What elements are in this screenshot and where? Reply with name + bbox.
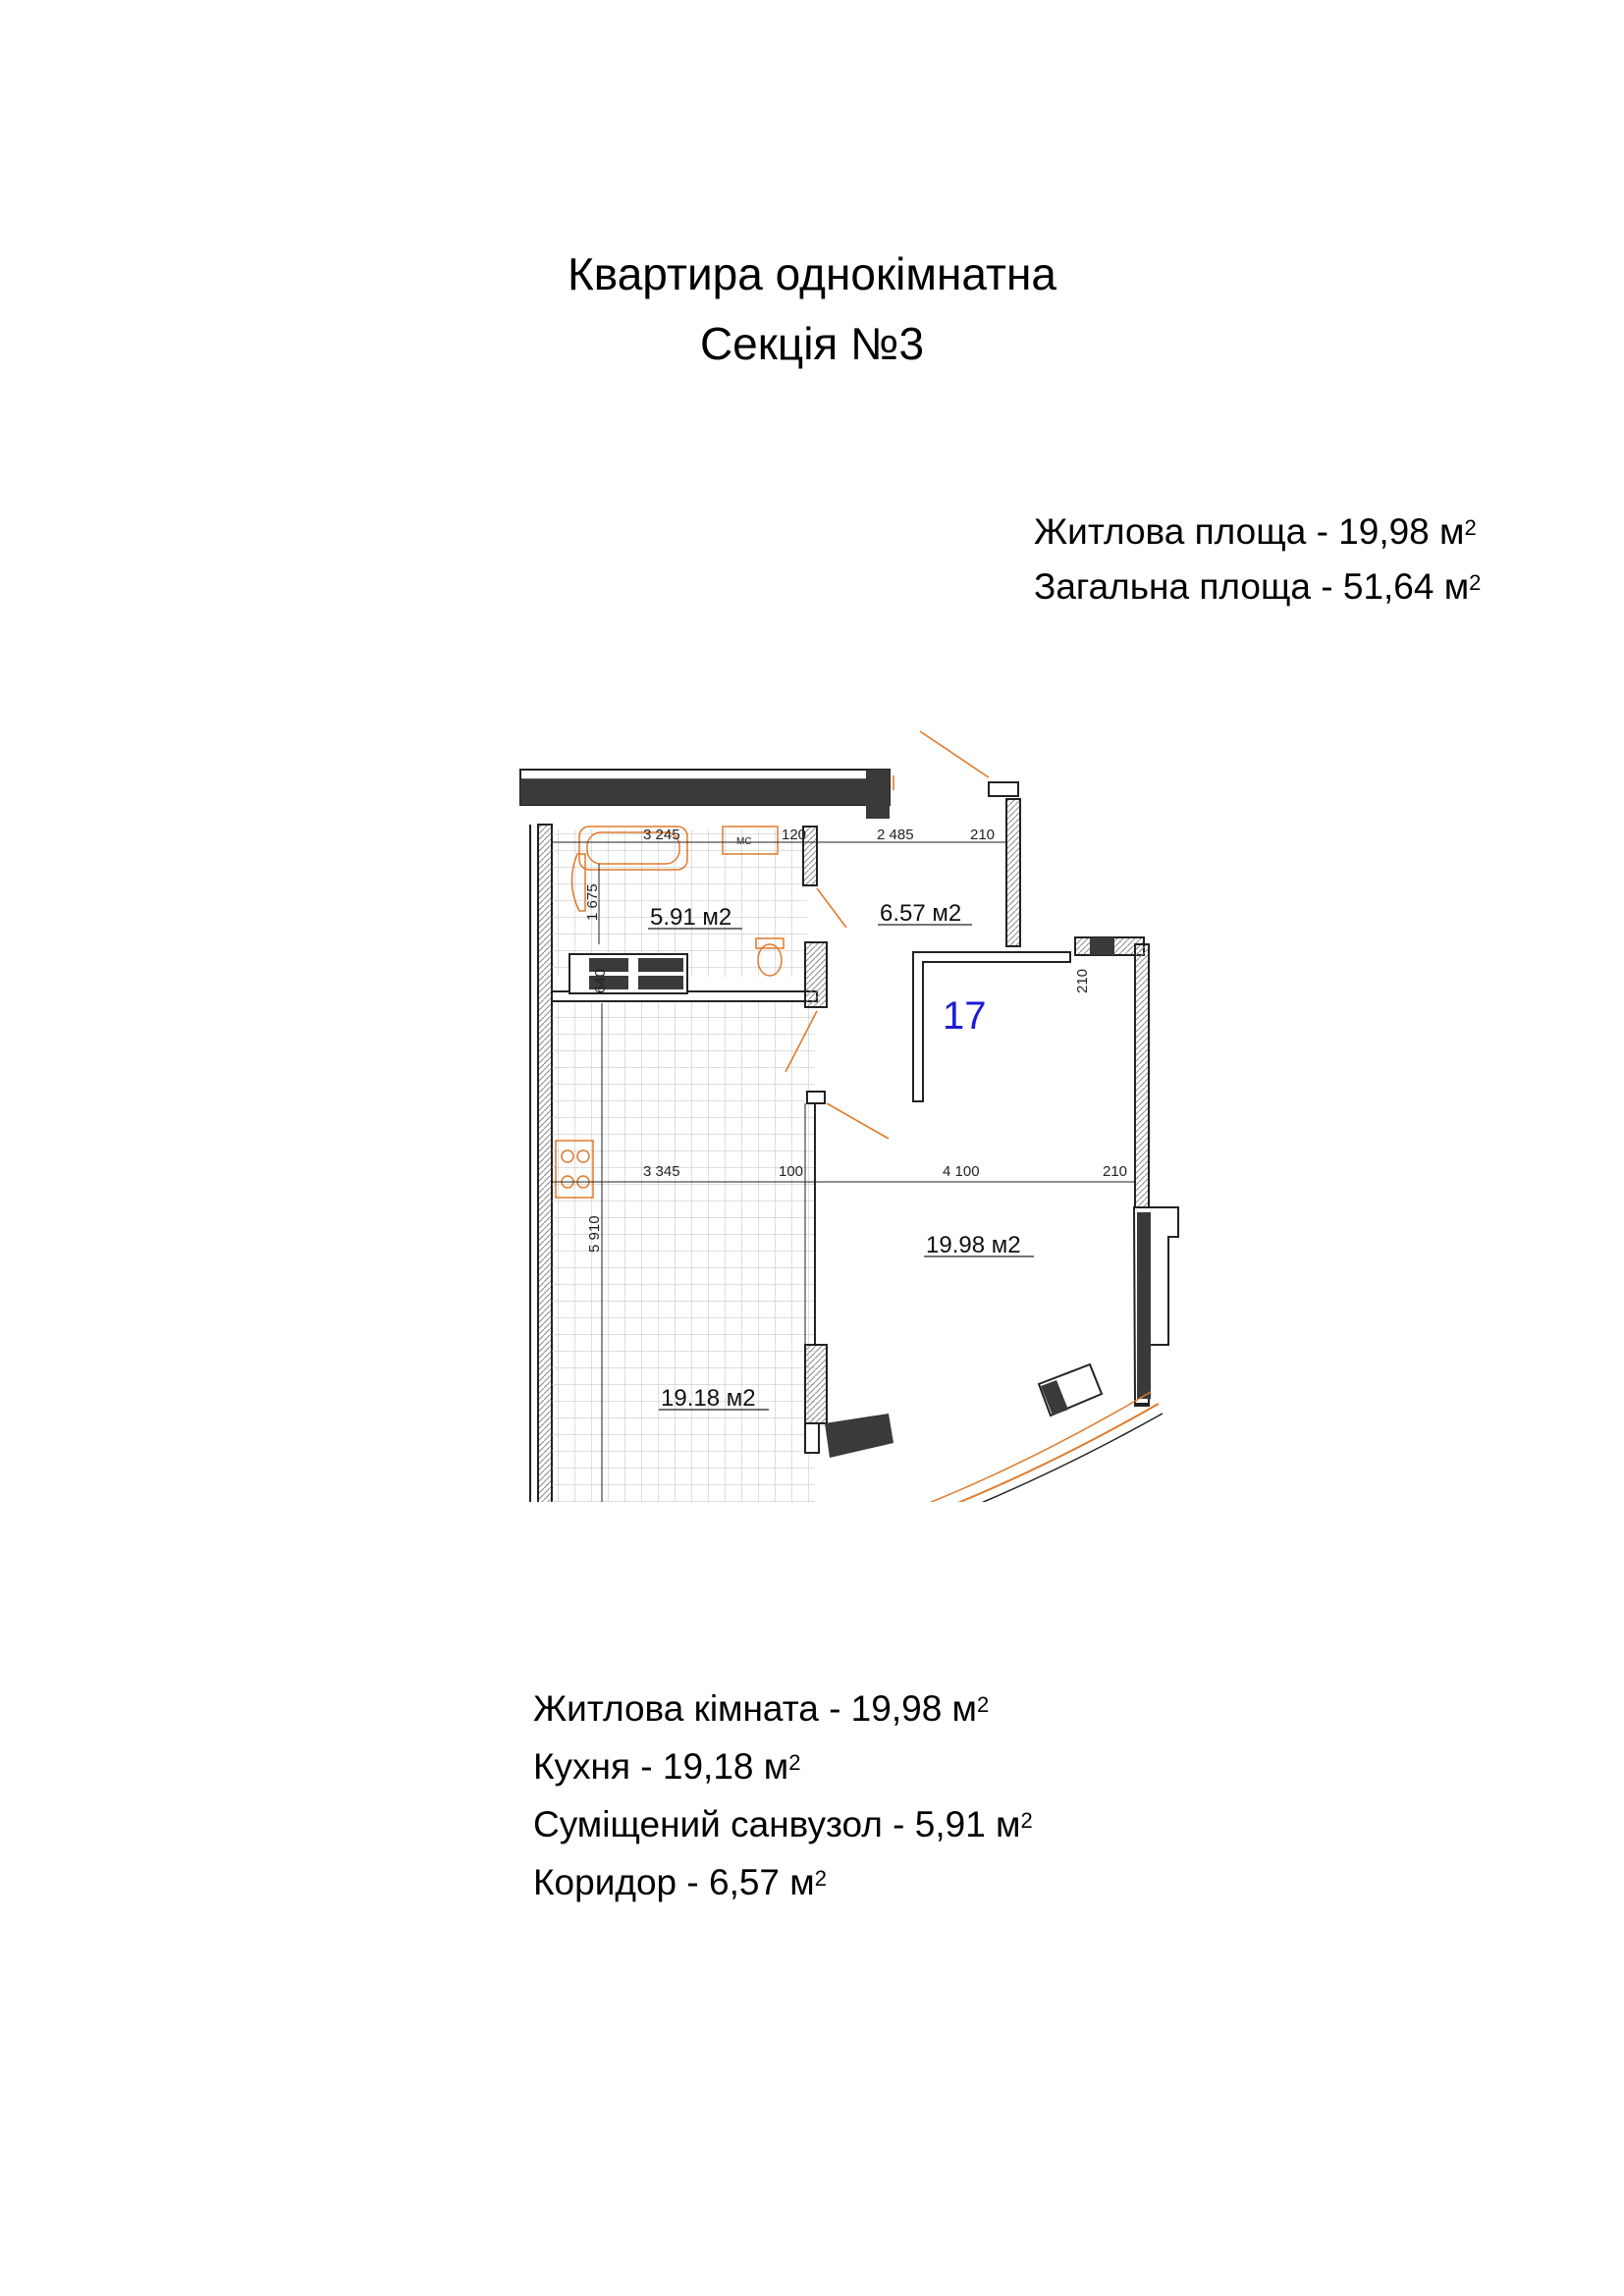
dim-210-top: 210 [970, 827, 995, 843]
dim-120: 120 [782, 827, 806, 843]
bathtub-icon [578, 826, 688, 871]
room-line-corridor: Коридор - 6,57 м2 [533, 1862, 827, 1902]
dim-210-right: 210 [1074, 969, 1091, 993]
dim-5910: 5 910 [586, 1215, 603, 1253]
door-swings [785, 730, 990, 1140]
room-line-living: Житлова кімната - 19,98 м2 [533, 1688, 990, 1729]
bathroom-right-wall [802, 826, 818, 886]
dimension-lines [552, 841, 1135, 1502]
page-title: Квартира однокімнатна [568, 248, 1056, 299]
rooms-list: Житлова кімната - 19,98 м2 Кухня - 19,18… [533, 1682, 1033, 1913]
corridor-wall-stub [804, 941, 828, 1008]
apartment-number: 17 [943, 994, 987, 1038]
dim-3345: 3 345 [643, 1163, 680, 1180]
living-area-label: 19.98 м2 [926, 1232, 1021, 1258]
total-area-line: Загальна площа - 51,64 м2 [1034, 566, 1482, 607]
curved-facade [825, 1362, 1164, 1502]
room-line-kitchen: Кухня - 19,18 м2 [533, 1746, 801, 1787]
top-exterior-wall [519, 769, 891, 819]
dim-3245: 3 245 [643, 827, 680, 843]
left-exterior-wall [529, 824, 553, 1502]
dim-2485: 2 485 [877, 827, 914, 843]
dim-4100: 4 100 [943, 1163, 980, 1180]
room-line-bathroom: Суміщений санвузол - 5,91 м2 [533, 1804, 1033, 1844]
corridor-area-label: 6.57 м2 [880, 900, 961, 927]
washbasin-icon [570, 853, 586, 912]
dim-100: 100 [779, 1163, 803, 1180]
floor-plan: 3 245 МС 120 2 485 210 1 675 640 210 3 3… [519, 730, 1179, 1502]
corridor-right-wall [1005, 798, 1021, 947]
dim-1675: 1 675 [584, 883, 601, 921]
kitchen-area-label: 19.18 м2 [661, 1385, 756, 1412]
living-area-line: Житлова площа - 19,98 м2 [1034, 511, 1477, 552]
wall-stub [988, 781, 1019, 797]
wc-label: МС [736, 836, 752, 847]
bathroom-area-label: 5.91 м2 [650, 904, 731, 931]
toilet-icon [722, 826, 785, 977]
kitchen-floor [552, 1001, 815, 1502]
area-summary: Житлова площа - 19,98 м2 Загальна площа … [1034, 505, 1481, 614]
section-title: Секція №3 [699, 318, 925, 369]
dim-640: 640 [592, 969, 609, 993]
dim-210-bottom: 210 [1103, 1163, 1127, 1180]
ventilation-shaft [568, 953, 688, 994]
living-room-inner-wall [912, 951, 1071, 1102]
